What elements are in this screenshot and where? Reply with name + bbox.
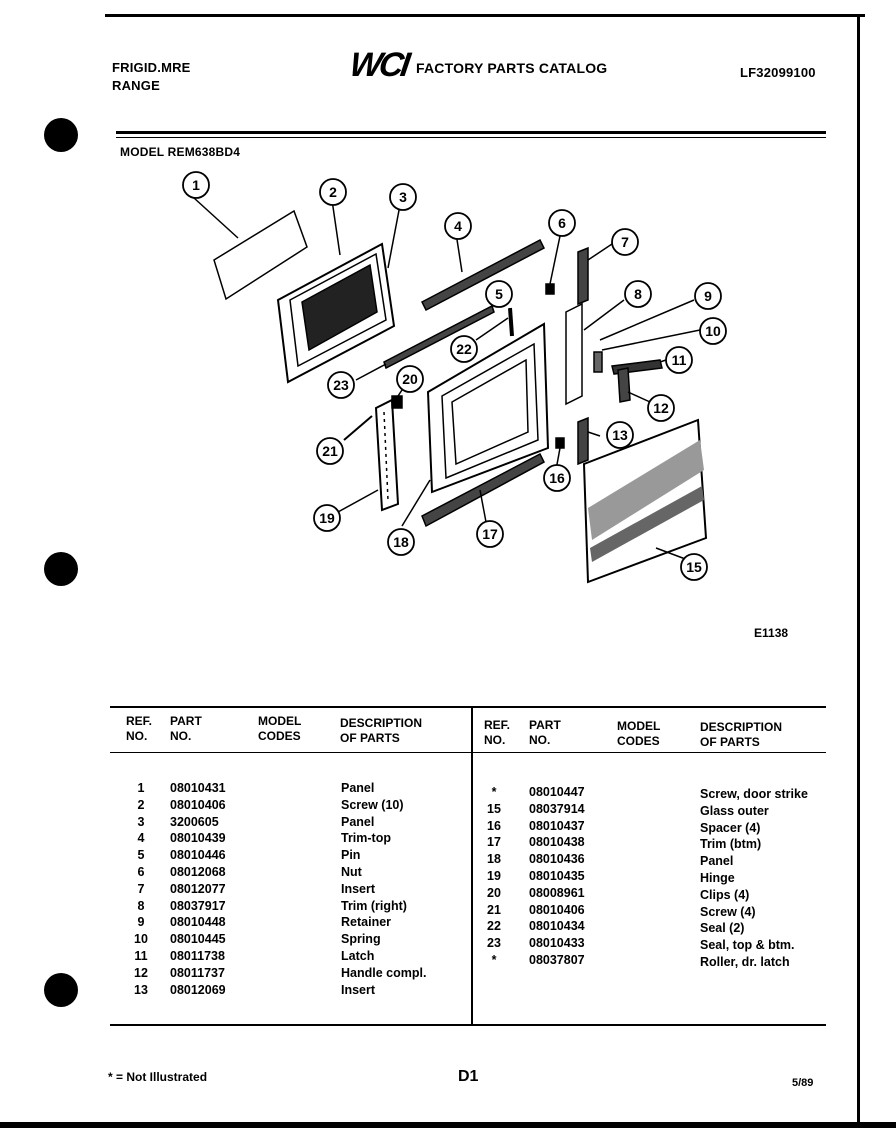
svg-text:16: 16: [549, 470, 565, 486]
svg-text:1: 1: [192, 177, 200, 193]
part-19-hinge: [374, 398, 400, 512]
callout-16: 16: [543, 464, 571, 492]
page-frame-top: [105, 14, 865, 17]
svg-text:17: 17: [482, 526, 498, 542]
part-7-insert: [577, 246, 589, 306]
svg-text:10: 10: [705, 323, 721, 339]
svg-text:22: 22: [456, 341, 472, 357]
callout-11: 11: [665, 346, 693, 374]
binder-hole: [44, 973, 78, 1007]
table-header-rule: [110, 752, 826, 753]
svg-text:18: 18: [393, 534, 409, 550]
exploded-parts-diagram: 1 2 3 4 6 7 5 8 9 10 22 11 20 23 12 13 2…: [182, 171, 727, 584]
svg-text:4: 4: [454, 218, 462, 234]
svg-text:20: 20: [402, 371, 418, 387]
page-frame-right: [857, 14, 860, 1124]
brand-name: FRIGID.MRE: [112, 60, 191, 75]
svg-text:13: 13: [612, 427, 628, 443]
table-top-rule: [110, 706, 826, 708]
callout-15: 15: [680, 553, 708, 581]
callout-22: 22: [450, 335, 478, 363]
callout-6: 6: [548, 209, 576, 237]
svg-text:9: 9: [704, 288, 712, 304]
binder-hole: [44, 552, 78, 586]
callout-20: 20: [396, 365, 424, 393]
not-illustrated-note: * = Not Illustrated: [108, 1070, 208, 1084]
callout-10: 10: [699, 317, 727, 345]
part-3-panel: [276, 242, 396, 384]
svg-text:8: 8: [634, 286, 642, 302]
svg-text:3: 3: [399, 189, 407, 205]
callout-12: 12: [647, 394, 675, 422]
part-1-panel: [213, 209, 308, 301]
callout-23: 23: [327, 371, 355, 399]
diagram-code: E1138: [754, 626, 789, 640]
callout-1: 1: [182, 171, 210, 199]
callout-17: 17: [476, 520, 504, 548]
svg-text:11: 11: [672, 352, 687, 368]
header-rule-thin: [116, 137, 826, 138]
part-23-seal: [383, 304, 495, 370]
callout-13: 13: [606, 421, 634, 449]
svg-text:15: 15: [686, 559, 702, 575]
part-4-trim-top: [421, 238, 545, 312]
catalog-number: LF32099100: [740, 65, 816, 80]
model-number: MODEL REM638BD4: [120, 145, 241, 159]
header-ref-no: REF.NO.: [126, 714, 153, 743]
svg-text:7: 7: [621, 234, 629, 250]
svg-text:21: 21: [322, 443, 338, 459]
product-type: RANGE: [112, 78, 160, 93]
header-ref-no: REF.NO.: [484, 718, 511, 747]
svg-text:23: 23: [333, 377, 349, 393]
svg-text:5: 5: [495, 286, 503, 302]
page-number: D1: [458, 1068, 479, 1085]
callout-8: 8: [624, 280, 652, 308]
catalog-title: FACTORY PARTS CATALOG: [416, 60, 608, 76]
callout-9: 9: [694, 282, 722, 310]
part-8-trim-right: [565, 302, 583, 406]
part-17-trim-btm: [421, 452, 545, 528]
callout-7: 7: [611, 228, 639, 256]
callout-18: 18: [387, 528, 415, 556]
callout-19: 19: [313, 504, 341, 532]
svg-text:6: 6: [558, 215, 566, 231]
binder-hole: [44, 118, 78, 152]
part-18-panel: [426, 322, 550, 494]
revision-date: 5/89: [792, 1077, 814, 1089]
callout-4: 4: [444, 212, 472, 240]
header-rule: [116, 131, 826, 134]
svg-text:2: 2: [329, 184, 337, 200]
table-divider: [471, 706, 473, 1024]
table-bottom-rule: [110, 1024, 826, 1026]
svg-text:12: 12: [653, 400, 669, 416]
callout-2: 2: [319, 178, 347, 206]
page-frame-bottom: [0, 1122, 896, 1128]
callout-3: 3: [389, 183, 417, 211]
callout-5: 5: [485, 280, 513, 308]
svg-text:19: 19: [319, 510, 335, 526]
callout-21: 21: [316, 437, 344, 465]
